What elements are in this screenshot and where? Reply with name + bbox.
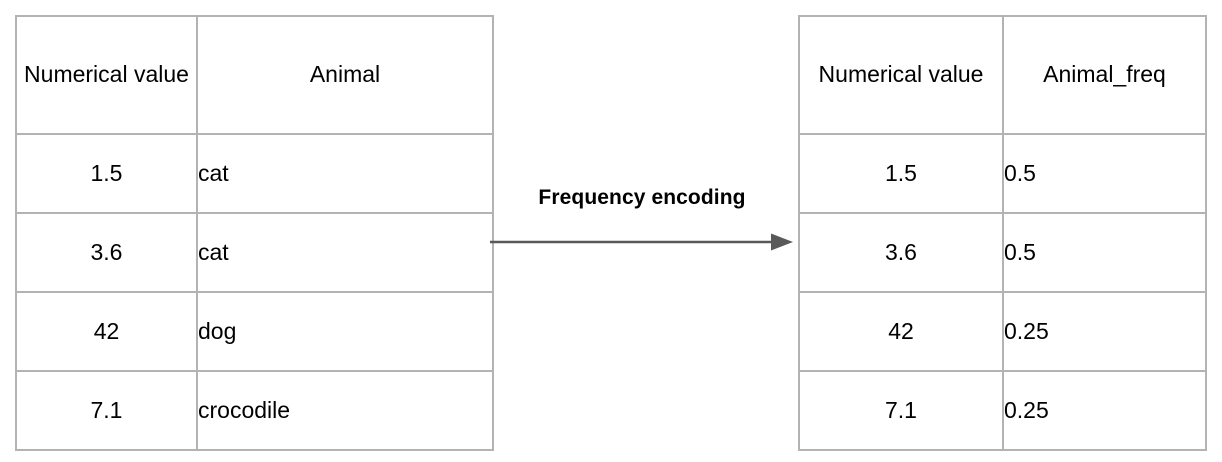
transform-label: Frequency encoding — [538, 186, 746, 209]
cell-animal: dog — [196, 291, 494, 372]
table-row: 42 dog — [15, 291, 494, 372]
cell-numerical-value: 3.6 — [15, 212, 198, 293]
column-header-animal: Animal — [196, 15, 494, 135]
cell-animal: crocodile — [196, 370, 494, 451]
cell-numerical-value: 42 — [798, 291, 1004, 372]
table-row: 3.6 0.5 — [798, 212, 1207, 293]
table-row: 3.6 cat — [15, 212, 494, 293]
cell-animal: cat — [196, 212, 494, 293]
cell-numerical-value: 7.1 — [798, 370, 1004, 451]
cell-animal-freq: 0.25 — [1002, 291, 1207, 372]
table-row: 1.5 0.5 — [798, 133, 1207, 214]
cell-numerical-value: 7.1 — [15, 370, 198, 451]
transform-arrow-group: Frequency encoding — [488, 186, 796, 256]
cell-animal: cat — [196, 133, 494, 214]
table-row: 7.1 0.25 — [798, 370, 1207, 451]
cell-numerical-value: 3.6 — [798, 212, 1004, 293]
column-header-animal-freq: Animal_freq — [1002, 15, 1207, 135]
table-header-row: Numerical value Animal — [15, 15, 494, 135]
arrow-right-icon — [490, 233, 793, 251]
cell-animal-freq: 0.5 — [1002, 133, 1207, 214]
column-header-numerical-value: Numerical value — [15, 15, 198, 135]
table-header-row: Numerical value Animal_freq — [798, 15, 1207, 135]
encoded-data-table: Numerical value Animal_freq 1.5 0.5 3.6 … — [798, 15, 1207, 451]
cell-numerical-value: 1.5 — [15, 133, 198, 214]
cell-animal-freq: 0.25 — [1002, 370, 1207, 451]
cell-animal-freq: 0.5 — [1002, 212, 1207, 293]
table-row: 7.1 crocodile — [15, 370, 494, 451]
column-header-numerical-value: Numerical value — [798, 15, 1004, 135]
table-row: 1.5 cat — [15, 133, 494, 214]
cell-numerical-value: 1.5 — [798, 133, 1004, 214]
cell-numerical-value: 42 — [15, 291, 198, 372]
table-row: 42 0.25 — [798, 291, 1207, 372]
original-data-table: Numerical value Animal 1.5 cat 3.6 cat 4… — [15, 15, 494, 451]
